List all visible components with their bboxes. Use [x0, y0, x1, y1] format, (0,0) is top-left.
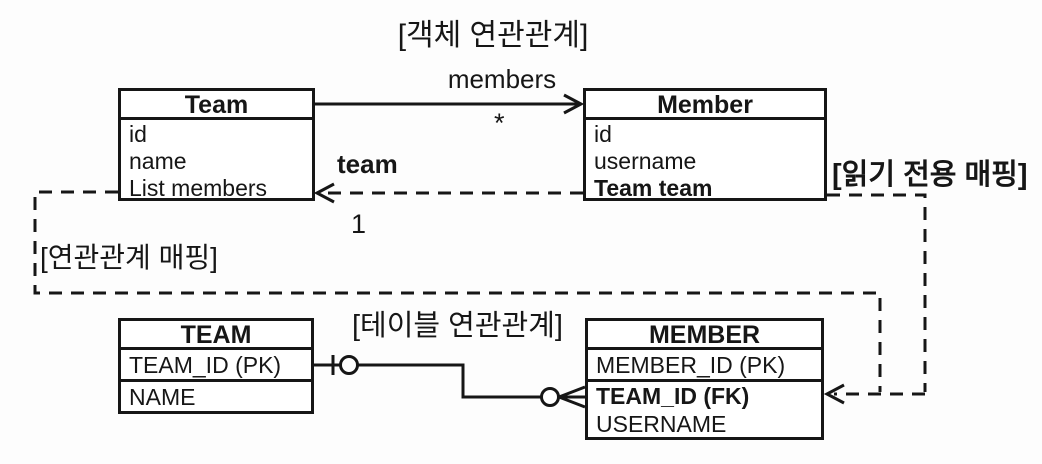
read-only-mapping-annotation: [읽기 전용 매핑] [832, 159, 1028, 191]
table-diagram-title: [테이블 연관관계] [352, 310, 563, 342]
crow-foot-many-marker [558, 385, 586, 409]
member-class-fields: id username Team team [586, 120, 824, 202]
read-only-mapping-dashed-path [823, 193, 927, 405]
member-fk-section: TEAM_ID (FK) USERNAME [588, 379, 821, 436]
team-association-label: team [337, 149, 398, 179]
team-class-name: Team [121, 91, 312, 120]
team-class-fields: id name List members [121, 120, 312, 202]
object-diagram-title: [객체 연관관계] [397, 19, 589, 52]
member-field-id: id [594, 121, 612, 147]
member-class-name: Member [586, 91, 824, 120]
team-multiplicity: 1 [351, 209, 367, 239]
team-field-id: id [129, 121, 147, 147]
association-mapping-annotation: [연관관계 매핑] [40, 242, 218, 273]
team-field-list-members: List members [129, 175, 268, 201]
members-association-arrow [315, 93, 585, 115]
member-column-member-id: MEMBER_ID (PK) [596, 352, 786, 378]
member-table-name: MEMBER [588, 321, 821, 350]
member-column-username: USERNAME [596, 411, 727, 436]
team-table-name: TEAM [121, 321, 311, 350]
team-column-name: NAME [121, 379, 311, 411]
member-field-username: username [594, 148, 697, 174]
team-table-box: TEAM TEAM_ID (PK) NAME [118, 318, 314, 414]
members-multiplicity: * [494, 108, 505, 138]
table-relationship-line [314, 355, 586, 409]
association-mapping-dashed-path [33, 190, 882, 392]
zero-or-one-circle-team-side [339, 355, 359, 375]
team-association-dashed-arrow [313, 182, 583, 204]
member-field-team: Team team [594, 175, 713, 201]
team-column-team-id: TEAM_ID (PK) [129, 352, 282, 378]
zero-or-many-circle-member-side [540, 387, 560, 407]
member-column-team-id-fk: TEAM_ID (FK) [596, 383, 750, 409]
members-association-label: members [447, 64, 557, 94]
team-field-name: name [129, 148, 187, 174]
team-class-box: Team id name List members [118, 88, 315, 201]
member-table-box: MEMBER MEMBER_ID (PK) TEAM_ID (FK) USERN… [585, 318, 824, 440]
member-class-box: Member id username Team team [583, 88, 827, 201]
